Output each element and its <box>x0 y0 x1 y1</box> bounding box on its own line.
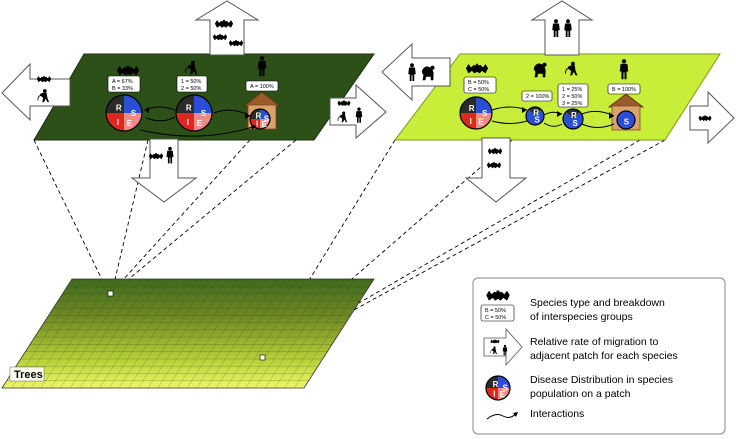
migration-arrow-up-left <box>194 0 260 56</box>
pie-label-S: S <box>573 119 579 128</box>
pie-label-R: R <box>469 104 475 113</box>
group-box-right-human: B = 100% <box>607 83 641 95</box>
svg-text:A = 100%: A = 100% <box>250 84 274 90</box>
migration-arrow-up-right <box>530 0 594 56</box>
svg-text:2 = 50%: 2 = 50% <box>562 94 582 100</box>
pie-label-S: S <box>624 117 630 126</box>
svg-text:2 = 50%: 2 = 50% <box>181 86 201 92</box>
group-box-left-bat: A = 67% B = 33% <box>107 75 141 93</box>
pie-label-S: S <box>264 115 270 124</box>
svg-text:B = 50%: B = 50% <box>468 80 489 86</box>
svg-text:B = 100%: B = 100% <box>612 87 636 93</box>
legend-migration-arrow <box>483 327 523 367</box>
disease-pie-right-human: S <box>616 110 636 130</box>
svg-text:2 = 100%: 2 = 100% <box>526 94 550 100</box>
pie-label-R: R <box>493 380 499 389</box>
legend-interactions-text: Interactions <box>530 408 584 420</box>
interactions-left <box>139 106 257 137</box>
legend-disease-text-2: population on a patch <box>530 388 631 400</box>
pie-label-E: E <box>500 390 506 399</box>
pie-label-I: I <box>493 390 495 399</box>
legend-species-text-1: Species type and breakdown <box>530 297 665 309</box>
pie-label-I: I <box>117 118 119 127</box>
pie-label-I: I <box>470 117 472 126</box>
legend-migration-text-1: Relative rate of migration to <box>530 336 659 348</box>
migration-arrow-east-left <box>329 83 387 140</box>
pie-label-E: E <box>197 119 203 128</box>
svg-text:C = 50%: C = 50% <box>468 87 489 93</box>
group-box-right-ape: 1 = 25% 2 = 50% 3 = 25% <box>557 83 589 108</box>
group-box-left-human: A = 100% <box>245 80 279 92</box>
migration-arrow-west-left <box>1 62 71 122</box>
legend: B = 50% C = 50% Species type and breakdo… <box>472 277 726 435</box>
svg-text:1 = 25%: 1 = 25% <box>562 87 582 93</box>
grid-label-bg <box>9 366 45 382</box>
svg-text:B = 50%: B = 50% <box>485 308 506 314</box>
pie-label-R: R <box>256 112 262 121</box>
migration-arrow-down-left <box>130 138 198 203</box>
group-box-right-mid: 2 = 100% <box>521 90 553 102</box>
group-box-left-ape: 1 = 50% 2 = 50% <box>176 75 208 93</box>
legend-species-text-2: of interspecies groups <box>530 311 633 323</box>
pie-label-I: I <box>256 120 258 129</box>
grid-patch-marker-right <box>259 354 266 361</box>
grid-patch-marker-left <box>107 290 114 297</box>
pie-label-R: R <box>116 104 122 113</box>
pie-label-R: R <box>186 104 192 113</box>
pie-label-R: R <box>571 111 577 120</box>
migration-arrow-down-right <box>464 137 528 203</box>
disease-pie-right-mid: RS <box>525 106 545 126</box>
disease-pie-right-ape: RS <box>562 108 584 130</box>
grid-label: Trees <box>14 369 43 381</box>
migration-arrow-east-right <box>689 90 735 145</box>
pie-label-R: R <box>533 108 539 117</box>
pie-label-E: E <box>127 119 133 128</box>
pie-label-S: S <box>503 384 509 393</box>
pie-label-S: S <box>535 116 541 125</box>
migration-arrow-west-right <box>381 42 451 102</box>
pie-label-E: E <box>262 120 268 129</box>
tree-grid: Trees <box>1 278 375 389</box>
pie-label-S: S <box>201 109 207 118</box>
pie-label-E: E <box>478 118 484 127</box>
group-box-right-bat: B = 50% C = 50% <box>463 76 497 94</box>
pie-label-I: I <box>187 118 189 127</box>
legend-interaction-arrow <box>486 412 518 420</box>
pie-label-S: S <box>482 109 488 118</box>
legend-migration-text-2: adjacent patch for each species <box>530 350 678 362</box>
interactions-right <box>491 106 615 128</box>
svg-text:3 = 25%: 3 = 25% <box>562 101 582 107</box>
svg-text:B = 33%: B = 33% <box>112 86 133 92</box>
svg-text:1 = 50%: 1 = 50% <box>181 79 201 85</box>
pie-label-S: S <box>131 109 137 118</box>
svg-text:C = 50%: C = 50% <box>485 315 506 321</box>
svg-text:A = 67%: A = 67% <box>112 79 133 85</box>
legend-disease-text-1: Disease Distribution in species <box>530 374 673 386</box>
